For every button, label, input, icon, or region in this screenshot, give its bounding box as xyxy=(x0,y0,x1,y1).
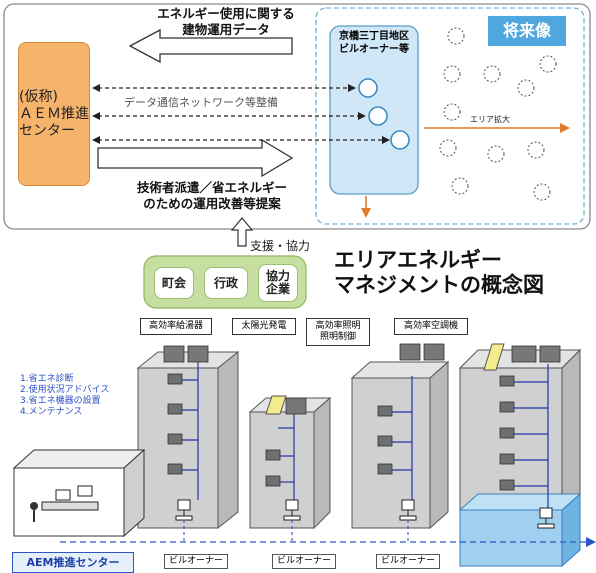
partner-gyosei: 行政 xyxy=(204,267,248,299)
building-1 xyxy=(136,350,240,530)
equipment-label-water-heater: 高効率給湯器 xyxy=(140,318,212,335)
equipment-label-solar: 太陽光発電 xyxy=(232,318,296,335)
solar-panel-2 xyxy=(483,343,505,371)
owner-label-2: ビルオーナー xyxy=(272,554,337,569)
owner-label-1: ビルオーナー xyxy=(164,554,229,569)
services-list: 1.省エネ診断 2.使用状況アドバイス 3.省エネ機器の設置 4.メンテナンス xyxy=(20,374,109,418)
future-badge: 将来像 xyxy=(502,21,551,40)
future-circles xyxy=(439,27,557,201)
building-pcs xyxy=(175,499,555,529)
partner-chokai: 町会 xyxy=(154,267,194,299)
network-arrows xyxy=(98,87,384,141)
building-3 xyxy=(350,360,450,530)
roof-equipment xyxy=(163,343,561,415)
support-label: 支援・協力 xyxy=(250,239,311,253)
solar-panel-1 xyxy=(265,395,287,415)
aem-center-bottom-label: AEM推進センター xyxy=(12,552,134,573)
owners-label: 京橋三丁目地区 ビルオーナー等 xyxy=(339,31,409,55)
equipment-units xyxy=(167,373,515,491)
concept-title: エリアエネルギー マネジメントの概念図 xyxy=(334,248,544,297)
aem-center-label: (仮称) ＡＥＭ推進 センター xyxy=(19,88,89,139)
service-item: 1.省エネ診断 xyxy=(20,374,74,384)
future-badge-bg xyxy=(488,16,566,46)
owner-label-3: ビルオーナー xyxy=(376,554,441,569)
service-item: 3.省エネ機器の設置 xyxy=(20,396,101,406)
service-item: 4.メンテナンス xyxy=(20,407,83,417)
network-label: データ通信ネットワーク等整備 xyxy=(124,96,278,109)
aem-center-box: (仮称) ＡＥＭ推進 センター xyxy=(18,42,90,186)
building-2 xyxy=(248,396,332,530)
proposal-label: 技術者派遣／省エネルギー のための運用改善等提案 xyxy=(136,180,287,211)
equipment-label-lighting: 高効率照明 照明制御 xyxy=(306,318,370,346)
partner-company: 協力 企業 xyxy=(258,264,298,302)
area-expand-arrow xyxy=(560,123,570,133)
energy-data-label: エネルギー使用に関する 建物運用データ xyxy=(157,6,295,37)
energy-data-arrow xyxy=(128,28,293,64)
support-arrow xyxy=(230,217,254,247)
area-expand-label: エリア拡大 xyxy=(470,115,510,124)
down-orange-arrow xyxy=(361,208,371,218)
aem-center-room xyxy=(12,448,146,538)
building-wiring xyxy=(180,360,549,508)
owner-circles xyxy=(358,78,410,150)
proposal-arrow xyxy=(97,138,294,178)
equipment-label-aircon: 高効率空調機 xyxy=(394,318,468,335)
service-item: 2.使用状況アドバイス xyxy=(20,385,110,395)
